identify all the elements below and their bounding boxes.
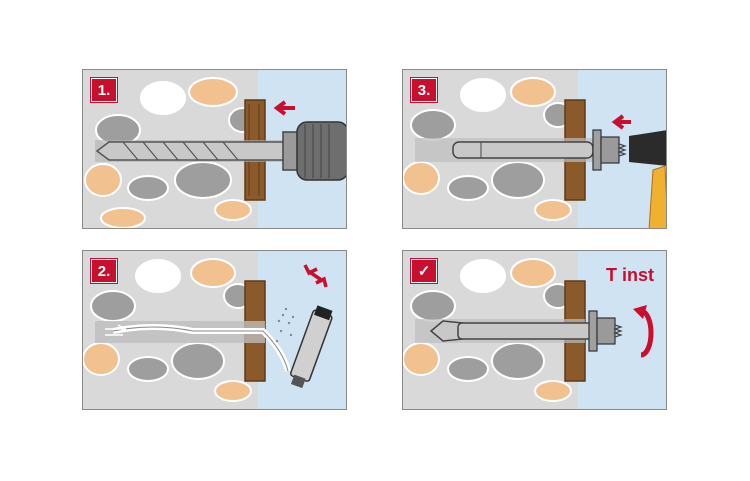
rotate-arrow-icon <box>640 308 654 358</box>
tighten-anchor-illustration <box>403 251 666 409</box>
step-badge: 3. <box>411 78 437 102</box>
step-badge: 2. <box>91 259 117 283</box>
insert-anchor-illustration <box>403 70 666 228</box>
step-1-drilling-panel: 1. <box>82 69 347 229</box>
step-4-tighten-panel: ✓ T inst <box>402 250 667 410</box>
drilling-illustration <box>83 70 346 228</box>
step-3-insert-panel: 3. <box>402 69 667 229</box>
push-arrow-icon <box>273 100 295 116</box>
push-arrow-icon <box>611 114 631 130</box>
step-badge: 1. <box>91 78 117 102</box>
torque-label: T inst <box>606 265 654 285</box>
step-2-clean-panel: 2. <box>82 250 347 410</box>
clean-hole-illustration <box>83 251 346 409</box>
pump-arrow-icon <box>303 264 328 288</box>
check-badge: ✓ <box>411 259 437 283</box>
